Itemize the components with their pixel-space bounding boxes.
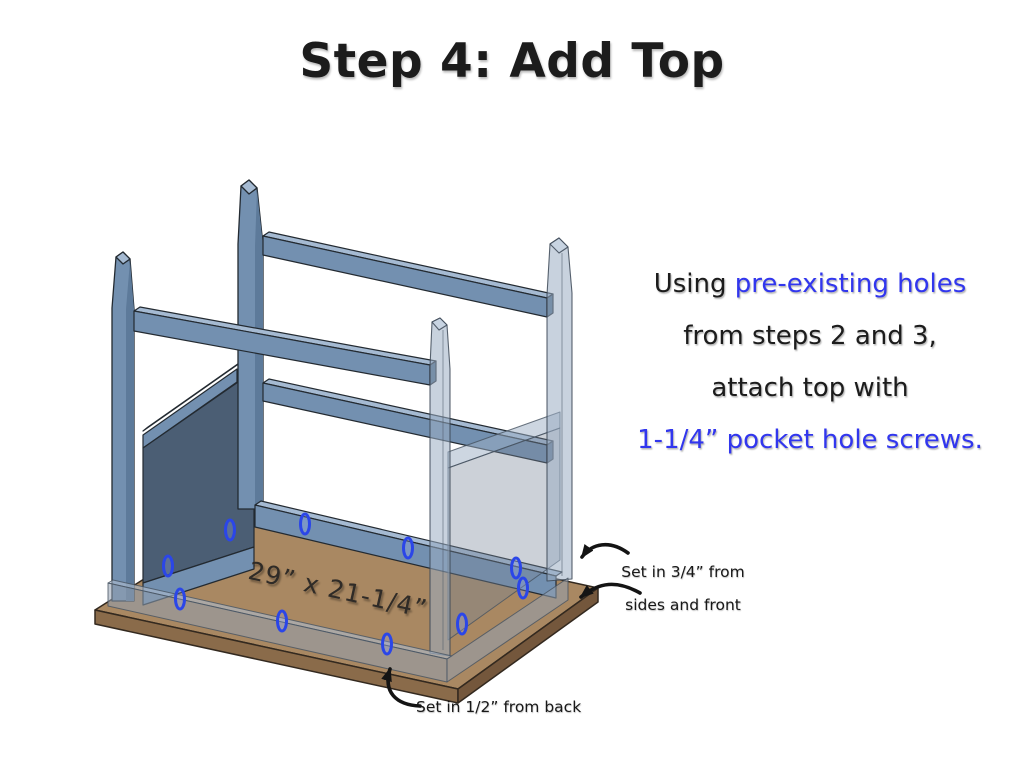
pocket-hole-marker	[381, 632, 393, 656]
page-title: Step 4: Add Top	[299, 34, 725, 89]
pocket-hole-marker	[456, 612, 468, 636]
stretcher-front-top	[133, 306, 437, 386]
ghost-leg-back-right	[546, 237, 573, 582]
pocket-hole-marker	[224, 518, 236, 542]
arrow-to-leg-inset	[580, 543, 630, 559]
leg-front-left	[111, 251, 135, 602]
instruction-line-3: attach top with	[711, 373, 909, 403]
pocket-hole-marker	[162, 554, 174, 578]
pocket-hole-marker	[174, 587, 186, 611]
pocket-hole-marker	[276, 609, 288, 633]
arrow-to-board-edge	[579, 582, 642, 599]
instruction-line-1: Using pre-existing holes	[603, 258, 1017, 310]
instruction-line-1-prefix: Using	[653, 269, 735, 299]
instruction-text: Using pre-existing holes from steps 2 an…	[603, 258, 1017, 466]
pocket-hole-marker	[517, 576, 529, 600]
pocket-hole-marker	[299, 512, 311, 536]
annotation-arrows	[381, 543, 642, 708]
annotation-inset-back: Set in 1/2” from back	[416, 698, 582, 716]
annotation-inset-sides: Set in 3/4” from sides and front	[618, 556, 748, 622]
stretcher-back-top	[262, 231, 554, 318]
ghost-leg-front-right	[429, 317, 451, 657]
instruction-line-1-highlight: pre-existing holes	[734, 269, 967, 299]
pocket-hole-marker	[510, 556, 522, 580]
arrow-to-back-edge	[381, 667, 422, 708]
pocket-hole-marker	[402, 536, 414, 560]
annotation-inset-sides-line-1: Set in 3/4” from	[621, 563, 745, 581]
pocket-hole-markers	[162, 512, 529, 656]
ghost-apron-front-right	[446, 577, 569, 683]
instruction-line-4-highlight: 1-1/4” pocket hole screws.	[637, 425, 983, 455]
instruction-line-2: from steps 2 and 3,	[683, 321, 937, 351]
annotation-inset-sides-line-2: sides and front	[625, 596, 741, 614]
